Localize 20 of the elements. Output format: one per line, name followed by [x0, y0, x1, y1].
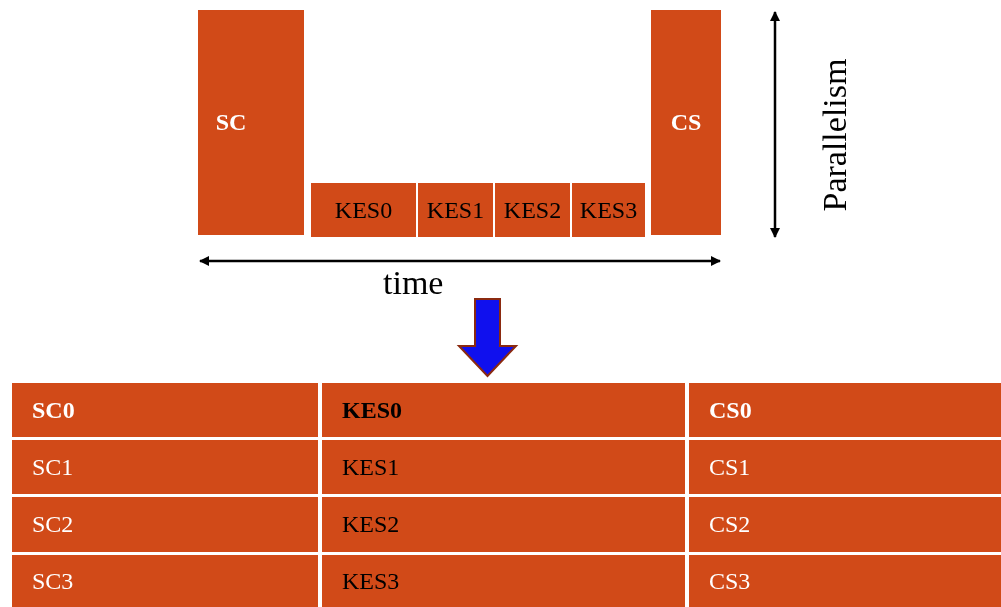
- axis-label: time: [383, 264, 444, 302]
- table-cell: CS3: [689, 555, 1001, 607]
- time-block: SC: [198, 10, 304, 235]
- time-block: KES3: [572, 183, 645, 237]
- time-block: KES2: [495, 183, 570, 237]
- table-cell: CS2: [689, 497, 1001, 552]
- table-cell: SC2: [12, 497, 318, 552]
- time-block: CS: [651, 10, 721, 235]
- time-block: KES0: [311, 183, 416, 237]
- time-block: KES1: [418, 183, 493, 237]
- axis-label: Parallelism: [816, 58, 854, 212]
- table-cell: SC0: [12, 383, 318, 437]
- table-cell: SC3: [12, 555, 318, 607]
- table-cell: CS1: [689, 440, 1001, 494]
- table-cell: KES3: [322, 555, 685, 607]
- table-cell: CS0: [689, 383, 1001, 437]
- table-cell: SC1: [12, 440, 318, 494]
- table-cell: KES2: [322, 497, 685, 552]
- table-cell: KES1: [322, 440, 685, 494]
- table-cell: KES0: [322, 383, 685, 437]
